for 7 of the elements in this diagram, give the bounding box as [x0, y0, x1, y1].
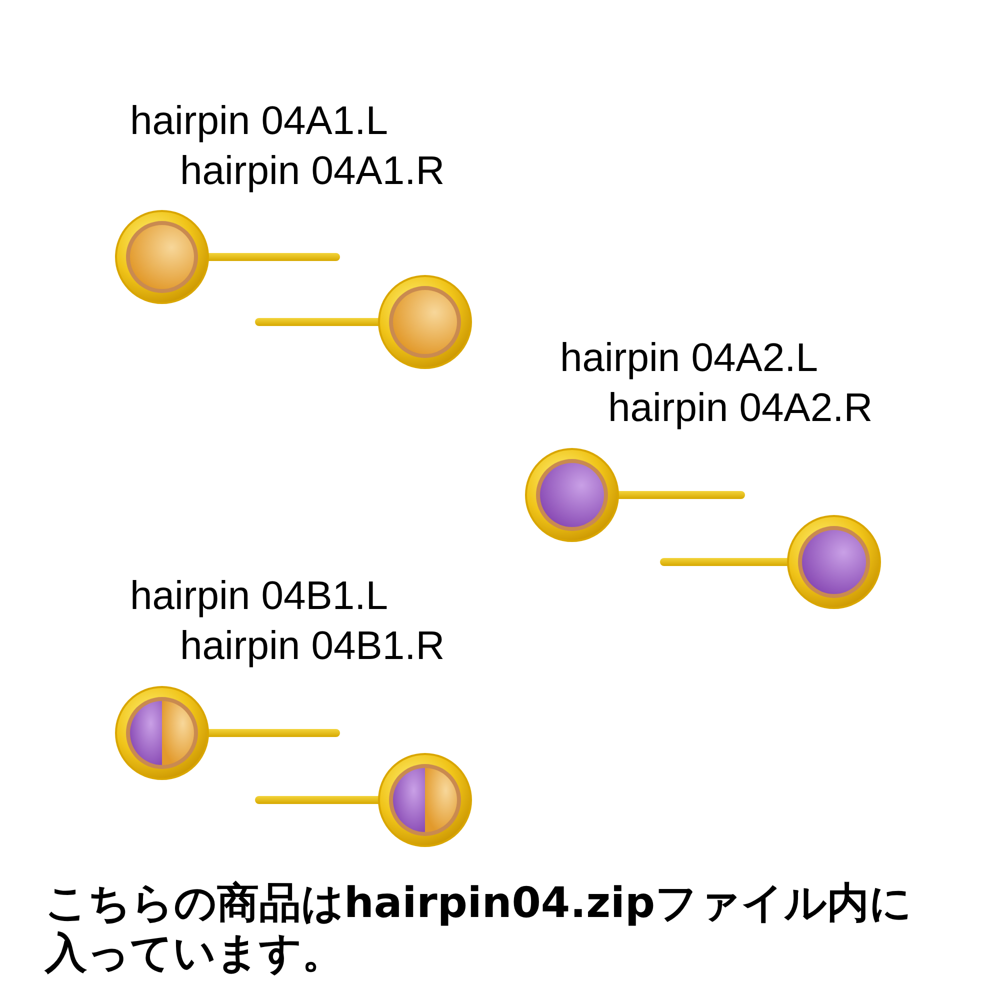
part-label: hairpin 04B1.R	[180, 623, 445, 669]
part-label: hairpin 04A2.L	[560, 335, 818, 381]
part-label: hairpin 04A2.R	[608, 385, 873, 431]
part-label: hairpin 04A1.L	[130, 98, 388, 144]
part-label: hairpin 04A1.R	[180, 148, 445, 194]
part-label: hairpin 04B1.L	[130, 573, 388, 619]
note-text: こちらの商品はhairpin04.zipファイル内に入っています。	[45, 878, 914, 978]
